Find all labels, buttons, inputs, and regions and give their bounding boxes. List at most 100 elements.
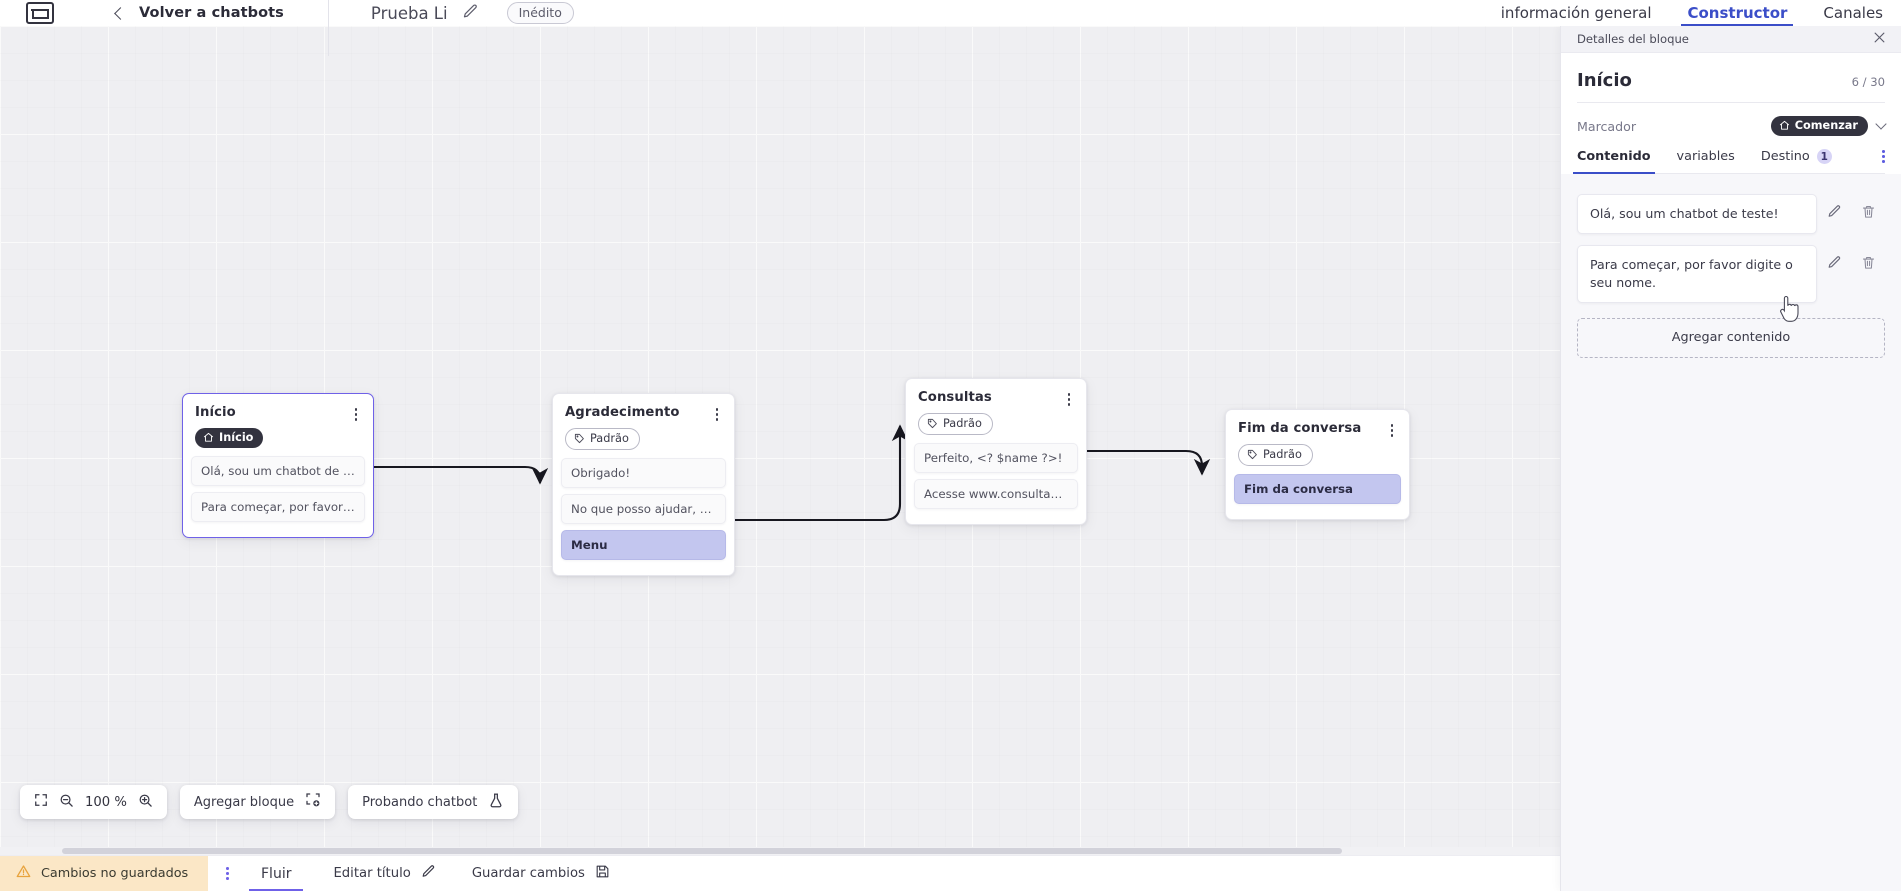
tab-constructor[interactable]: Constructor <box>1669 0 1805 26</box>
node-message[interactable]: Olá, sou um chatbot de teste! <box>191 455 365 486</box>
unsaved-changes-label: Cambios no guardados <box>41 866 189 881</box>
back-to-chatbots-link[interactable]: Volver a chatbots <box>139 5 284 21</box>
flow-node-inicio[interactable]: Início Início Olá, sou um chatbot de tes… <box>182 393 374 538</box>
chevron-left-icon[interactable] <box>114 6 127 20</box>
marker-label: Marcador <box>1577 118 1637 134</box>
node-chip-default: Padrão <box>565 427 640 450</box>
node-chip-label: Padrão <box>1263 447 1302 461</box>
tab-destino-label: Destino <box>1760 149 1810 164</box>
marker-chip[interactable]: Comenzar <box>1770 116 1868 136</box>
block-details-panel: Detalles del bloque Início 6 / 30 Marcad… <box>1560 26 1901 891</box>
flow-node-consultas[interactable]: Consultas Padrão Perfeito, <? $name ?>! … <box>905 378 1087 525</box>
panel-header: Detalles del bloque <box>1561 26 1901 53</box>
scrollbar-thumb[interactable] <box>62 848 1342 854</box>
kebab-menu-icon[interactable] <box>349 405 363 421</box>
trash-icon[interactable] <box>1851 245 1885 270</box>
node-message[interactable]: Acesse www.consultas.com par... <box>914 478 1078 509</box>
node-header: Início <box>183 394 373 421</box>
panel-tabs: Contenido variables Destino 1 <box>1573 149 1885 175</box>
trash-icon[interactable] <box>1851 194 1885 219</box>
test-chatbot-button[interactable]: Probando chatbot <box>348 785 519 819</box>
marker-value: Comenzar <box>1794 119 1858 132</box>
node-message-menu[interactable]: Fim da conversa <box>1234 473 1401 504</box>
home-icon <box>1779 120 1790 131</box>
kebab-menu-icon[interactable] <box>1882 149 1885 173</box>
node-message[interactable]: Obrigado! <box>561 457 726 488</box>
tab-destino-badge: 1 <box>1816 149 1832 164</box>
add-content-button[interactable]: Agregar contenido <box>1577 317 1885 358</box>
save-changes-button[interactable]: Guardar cambios <box>472 864 610 883</box>
marker-control[interactable]: Comenzar <box>1770 116 1887 136</box>
warning-triangle-icon <box>16 864 31 883</box>
fit-screen-icon[interactable] <box>34 793 48 811</box>
pencil-icon[interactable] <box>1817 245 1851 270</box>
node-chip-row: Início <box>183 421 373 456</box>
zoom-in-icon[interactable] <box>138 793 153 812</box>
node-chip-label: Padrão <box>590 431 629 445</box>
zoom-out-icon[interactable] <box>59 793 74 812</box>
add-block-label: Agregar bloque <box>193 794 295 810</box>
tab-variables-label: variables <box>1676 149 1735 164</box>
tab-contenido-label: Contenido <box>1577 149 1651 164</box>
tab-informacion-general[interactable]: información general <box>1500 4 1652 22</box>
node-chip-row: Padrão <box>1226 437 1409 474</box>
node-chip-start: Início <box>195 427 264 448</box>
tab-destino[interactable]: Destino 1 <box>1761 149 1832 173</box>
panel-content: Olá, sou um chatbot de teste! Para começ… <box>1561 174 1901 891</box>
tag-icon <box>927 418 938 429</box>
pencil-icon[interactable] <box>462 3 479 24</box>
kebab-menu-icon[interactable] <box>1062 390 1076 406</box>
kebab-menu-icon[interactable] <box>710 405 724 421</box>
flow-edges <box>374 424 1211 522</box>
node-chip-row: Padrão <box>553 421 734 458</box>
node-message[interactable]: Para começar, por favor digite o ... <box>191 491 365 522</box>
node-message-menu[interactable]: Menu <box>561 529 726 560</box>
add-block-button[interactable]: Agregar bloque <box>179 785 336 819</box>
node-header: Consultas <box>906 379 1086 406</box>
node-chip-label: Padrão <box>943 416 982 430</box>
header-divider <box>327 0 329 56</box>
status-bar: Cambios no guardados Fluir Editar título… <box>0 855 1560 891</box>
content-text[interactable]: Olá, sou um chatbot de teste! <box>1577 194 1817 234</box>
node-message[interactable]: No que posso ajudar, <? $name ... <box>561 493 726 524</box>
marker-row: Marcador Comenzar <box>1577 103 1887 149</box>
node-message[interactable]: Perfeito, <? $name ?>! <box>914 442 1078 473</box>
flow-canvas[interactable]: Início Início Olá, sou um chatbot de tes… <box>0 26 1560 855</box>
test-chatbot-label: Probando chatbot <box>362 794 478 810</box>
add-block-icon <box>305 792 321 812</box>
edit-title-button[interactable]: Editar título <box>333 864 435 883</box>
tab-canales[interactable]: Canales <box>1823 4 1883 22</box>
content-text[interactable]: Para começar, por favor digite o seu nom… <box>1577 244 1817 303</box>
node-chip-row: Padrão <box>906 406 1086 443</box>
tab-fluir[interactable]: Fluir <box>248 856 305 891</box>
flow-node-fim-da-conversa[interactable]: Fim da conversa Padrão Fim da conversa <box>1225 409 1410 520</box>
node-chip-default: Padrão <box>1238 443 1313 466</box>
panel-title-row: Início 6 / 30 <box>1577 53 1885 102</box>
panel-block-title: Início <box>1577 70 1632 91</box>
tag-icon <box>574 433 585 444</box>
horizontal-scrollbar[interactable] <box>0 847 1560 855</box>
pencil-icon[interactable] <box>1817 194 1851 219</box>
node-title: Início <box>195 405 236 420</box>
kebab-menu-icon[interactable] <box>1385 421 1399 437</box>
vtex-logo-icon[interactable] <box>26 2 54 24</box>
save-disk-icon <box>595 864 610 883</box>
chevron-down-icon[interactable] <box>1875 118 1887 130</box>
node-header: Fim da conversa <box>1226 410 1409 437</box>
content-item: Para começar, por favor digite o seu nom… <box>1577 244 1885 303</box>
main-tabs: información general Constructor Canales <box>1483 0 1901 26</box>
panel-header-title: Detalles del bloque <box>1577 32 1689 46</box>
flow-node-agradecimento[interactable]: Agradecimento Padrão Obrigado! No que po… <box>552 393 735 576</box>
node-chip-label: Início <box>219 430 254 444</box>
kebab-menu-icon[interactable] <box>226 866 229 881</box>
divider <box>1577 102 1885 103</box>
top-bar: Volver a chatbots Prueba Li Inédito <box>0 0 1901 56</box>
tab-contenido[interactable]: Contenido <box>1573 149 1655 175</box>
tab-variables[interactable]: variables <box>1677 149 1735 173</box>
bot-title: Prueba Li <box>370 3 448 23</box>
close-icon[interactable] <box>1872 30 1887 49</box>
canvas-toolbar: 100 % Agregar bloque Probando chatbot <box>20 785 519 819</box>
node-title: Fim da conversa <box>1238 421 1362 436</box>
panel-counter: 6 / 30 <box>1851 75 1885 89</box>
